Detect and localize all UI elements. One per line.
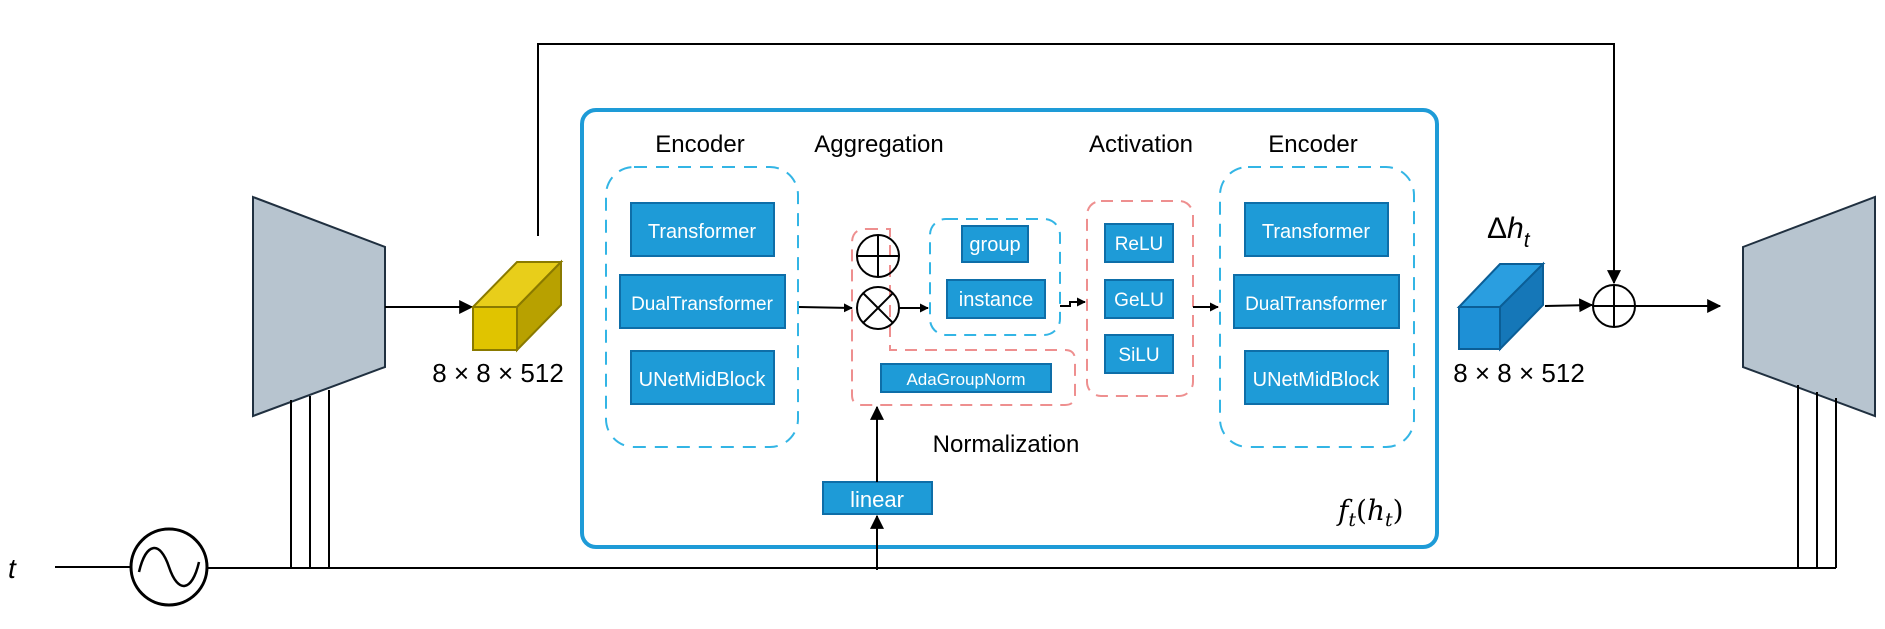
activation-group (1086, 200, 1194, 397)
encoder-right-group (1219, 166, 1415, 448)
normalization-title: Normalization (933, 431, 1080, 458)
norm-type-instance: instance (946, 279, 1046, 319)
svg-text:AdaGroupNorm: AdaGroupNorm (906, 370, 1025, 389)
right-trapezoid (1742, 195, 1876, 418)
right-time-lines (1797, 385, 1837, 568)
svg-text:instance: instance (959, 289, 1034, 311)
activation-relu: ReLU (1104, 223, 1174, 263)
encoder-right-block-3: UNetMidBlock (1244, 350, 1389, 405)
encoder-right-block-2: DualTransformer (1233, 274, 1400, 329)
left-trapezoid (252, 195, 386, 418)
module-box (580, 108, 1439, 549)
right-tensor-shape: 8 × 8 × 512 (1453, 358, 1585, 388)
svg-text:SiLU: SiLU (1118, 345, 1159, 366)
encoder-right-title: Encoder (1268, 131, 1357, 158)
activation-title: Activation (1089, 131, 1193, 158)
arrow-delta-to-sum (1544, 298, 1594, 313)
linear-block: linear (822, 481, 933, 515)
sinusoidal-embedding-icon (129, 527, 209, 607)
norm-type-group: group (961, 225, 1029, 263)
sum-node-icon (1592, 284, 1636, 328)
activation-gelu: GeLU (1104, 279, 1174, 319)
svg-text:linear: linear (850, 487, 904, 512)
activation-silu: SiLU (1104, 334, 1174, 374)
function-label: ft(ht) (1336, 494, 1404, 531)
oplus-icon (856, 234, 900, 278)
arrow-norm-to-activation (1060, 297, 1086, 307)
otimes-icon (856, 286, 900, 330)
left-time-lines (290, 390, 330, 568)
svg-text:UNetMidBlock: UNetMidBlock (1253, 369, 1381, 391)
encoder-left-block-2: DualTransformer (619, 274, 786, 329)
ada-group-norm-block: AdaGroupNorm (880, 363, 1052, 393)
encoder-right-block-1: Transformer (1244, 202, 1389, 257)
right-tensor-cube (1456, 261, 1546, 352)
encoder-left-title: Encoder (655, 131, 744, 158)
time-input-label: t (8, 553, 17, 584)
norm-types-group (929, 218, 1061, 336)
skip-connection-line (537, 43, 1621, 285)
encoder-left-block-1: Transformer (630, 202, 775, 257)
encoder-left-block-3: UNetMidBlock (630, 350, 775, 405)
svg-text:group: group (969, 234, 1020, 256)
encoder-left-group (605, 166, 799, 448)
delta-label: Δht (1487, 212, 1531, 252)
svg-text:DualTransformer: DualTransformer (631, 294, 774, 315)
svg-text:GeLU: GeLU (1114, 290, 1164, 311)
svg-text:Transformer: Transformer (1262, 221, 1371, 243)
left-tensor-shape: 8 × 8 × 512 (432, 358, 564, 388)
arrow-encoder-to-aggregation (798, 303, 853, 313)
svg-text:DualTransformer: DualTransformer (1245, 294, 1388, 315)
aggregation-title: Aggregation (814, 131, 943, 158)
svg-text:UNetMidBlock: UNetMidBlock (639, 369, 767, 391)
left-tensor-cube (470, 259, 564, 353)
svg-text:ReLU: ReLU (1115, 234, 1164, 255)
normalization-group (851, 228, 1076, 406)
svg-text:Transformer: Transformer (648, 221, 757, 243)
